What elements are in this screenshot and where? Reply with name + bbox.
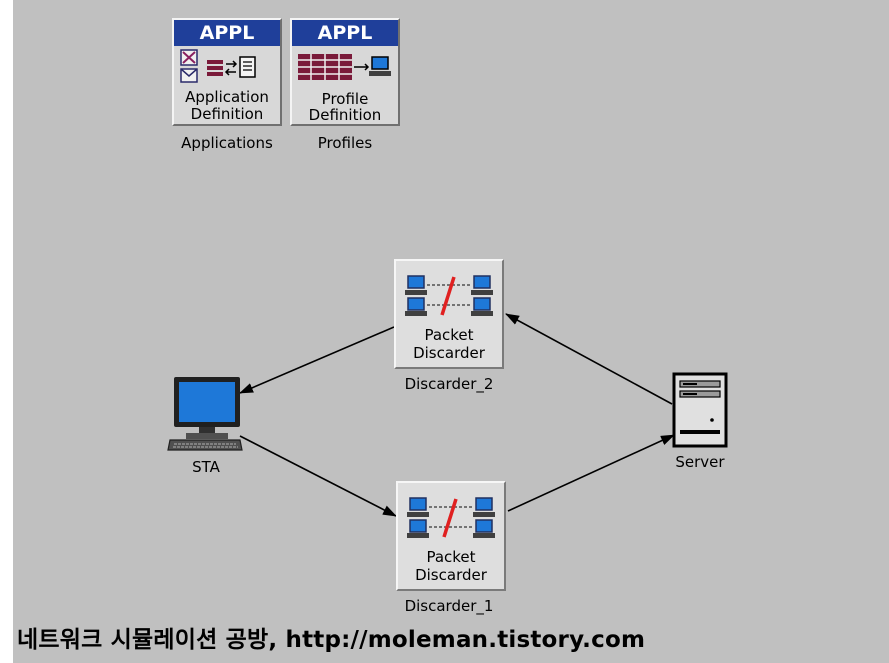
link-sta-to-discarder-1[interactable] bbox=[239, 435, 397, 517]
application-definition-label-2: Definition bbox=[190, 105, 264, 123]
server-node[interactable]: Server bbox=[662, 372, 738, 476]
sta-node[interactable]: STA bbox=[166, 374, 246, 478]
footer-caption: 네트워크 시뮬레이션 공방, http://moleman.tistory.co… bbox=[17, 627, 646, 653]
application-definition-tile: APPL Application Definition bbox=[172, 18, 282, 126]
profiles-caption: Profiles bbox=[317, 134, 373, 152]
discarder-1-caption: Discarder_1 bbox=[404, 597, 494, 615]
profile-definition-label-1: Profile bbox=[321, 90, 369, 108]
profile-definition-node[interactable]: APPL Profile Definition Profiles bbox=[290, 18, 400, 158]
workstation-icon bbox=[167, 377, 243, 451]
application-icon bbox=[180, 49, 256, 83]
profile-icon bbox=[298, 54, 391, 80]
link-discarder-1-to-server[interactable] bbox=[507, 434, 675, 512]
packet-discarder-icon bbox=[405, 275, 493, 316]
link-discarder-2-to-sta[interactable] bbox=[239, 326, 395, 394]
profile-definition-label-2: Definition bbox=[308, 106, 382, 124]
link-server-to-discarder-2[interactable] bbox=[505, 313, 673, 405]
discarder-2-node[interactable]: Packet Discarder Discarder_2 bbox=[394, 259, 506, 399]
appl-header: APPL bbox=[174, 20, 280, 46]
packet-discarder-label-2: Discarder bbox=[413, 344, 485, 362]
discarder-1-node[interactable]: Packet Discarder Discarder_1 bbox=[396, 481, 508, 621]
application-definition-label-1: Application bbox=[185, 88, 269, 106]
appl-header: APPL bbox=[292, 20, 398, 46]
sta-caption: STA bbox=[192, 458, 220, 476]
packet-discarder-label-1: Packet bbox=[424, 326, 474, 344]
server-icon bbox=[672, 372, 728, 448]
discarder-2-caption: Discarder_2 bbox=[404, 375, 494, 393]
packet-discarder-label-1: Packet bbox=[426, 548, 476, 566]
application-definition-node[interactable]: APPL Application Definition Applications bbox=[172, 18, 282, 158]
server-caption: Server bbox=[675, 453, 725, 471]
packet-discarder-icon bbox=[407, 497, 495, 538]
profile-definition-tile: APPL Profile Definition bbox=[290, 18, 400, 126]
packet-discarder-label-2: Discarder bbox=[415, 566, 487, 584]
packet-discarder-tile: Packet Discarder bbox=[396, 481, 506, 591]
applications-caption: Applications bbox=[181, 134, 273, 152]
packet-discarder-tile: Packet Discarder bbox=[394, 259, 504, 369]
